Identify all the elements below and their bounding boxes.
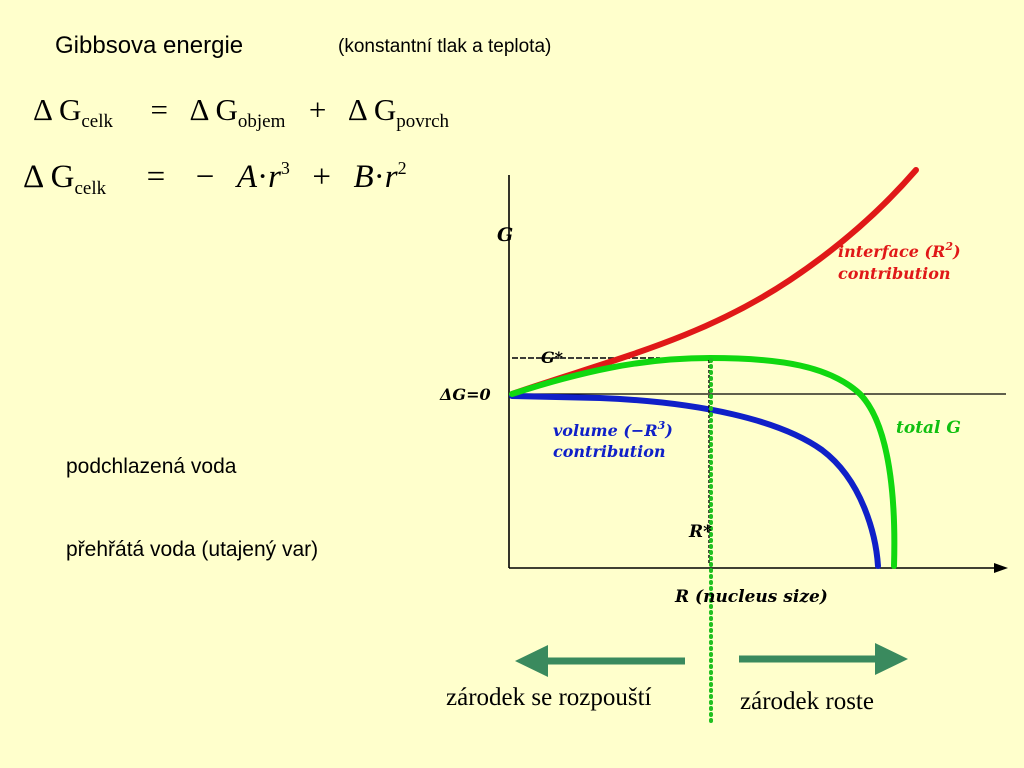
zero-line-label: ΔG=0	[439, 385, 491, 404]
slide-title: Gibbsova energie	[55, 32, 244, 59]
subscript-celk: celk	[74, 178, 107, 199]
dot-operator: ·	[373, 159, 385, 195]
equation-components: Δ Gcelk = Δ Gobjem + Δ Gpovrch	[33, 92, 449, 133]
volume-label: volume (−R3)	[553, 419, 673, 440]
arrow-left-label: zárodek se rozpouští	[446, 684, 652, 711]
volume-contribution-label: contribution	[553, 442, 666, 461]
minus-sign: −	[195, 159, 215, 195]
equals-sign: =	[150, 92, 169, 127]
volume-label-close: )	[664, 421, 673, 440]
interface-contribution-label: contribution	[838, 264, 951, 283]
g-symbol: G	[215, 92, 238, 127]
delta-symbol: Δ	[347, 92, 367, 127]
total-curve	[509, 354, 898, 569]
interface-curve	[509, 167, 919, 397]
coefficient-a: A	[236, 159, 258, 195]
x-axis-label: R (nucleus size)	[674, 587, 828, 607]
arrow-left	[515, 645, 685, 677]
equals-sign: =	[146, 159, 166, 195]
subscript-objem: objem	[237, 111, 286, 132]
interface-label: interface (R2)	[838, 240, 961, 261]
subscript-povrch: povrch	[396, 111, 450, 132]
exponent-2: 2	[397, 158, 407, 178]
arrow-right-label: zárodek roste	[740, 688, 874, 715]
note-superheated: přehřátá voda (utajený var)	[66, 538, 319, 561]
delta-symbol: Δ	[23, 159, 43, 195]
note-supercooled: podchlazená voda	[66, 455, 237, 478]
interface-label-text: interface (R	[838, 242, 945, 261]
delta-symbol: Δ	[33, 92, 52, 127]
volume-label-text: volume (−R	[553, 421, 658, 440]
total-label: total G	[896, 418, 961, 438]
exponent-3: 3	[280, 158, 290, 178]
critical-radius-label: R*	[688, 522, 712, 542]
interface-label-close: )	[952, 242, 961, 261]
equation-radius: Δ Gcelk = − A·r3 + B·r2	[23, 158, 407, 200]
delta-symbol: Δ	[189, 92, 208, 127]
volume-curve	[509, 393, 881, 569]
plus-sign: +	[308, 92, 327, 127]
y-axis-label: G	[497, 224, 513, 246]
coefficient-b: B	[353, 159, 374, 195]
variable-r: r	[384, 159, 398, 195]
g-symbol: G	[373, 92, 397, 127]
interface-exponent: 2	[944, 240, 953, 253]
plus-sign: +	[312, 159, 332, 195]
variable-r: r	[268, 159, 281, 195]
x-axis-arrowhead	[994, 563, 1008, 573]
g-symbol: G	[58, 92, 82, 127]
volume-exponent: 3	[658, 419, 666, 432]
arrow-right	[739, 643, 908, 675]
subscript-celk: celk	[81, 111, 114, 132]
slide-subtitle: (konstantní tlak a teplota)	[338, 36, 552, 57]
max-energy-label: G*	[541, 348, 564, 367]
dot-operator: ·	[257, 159, 269, 195]
g-symbol: G	[50, 159, 75, 195]
